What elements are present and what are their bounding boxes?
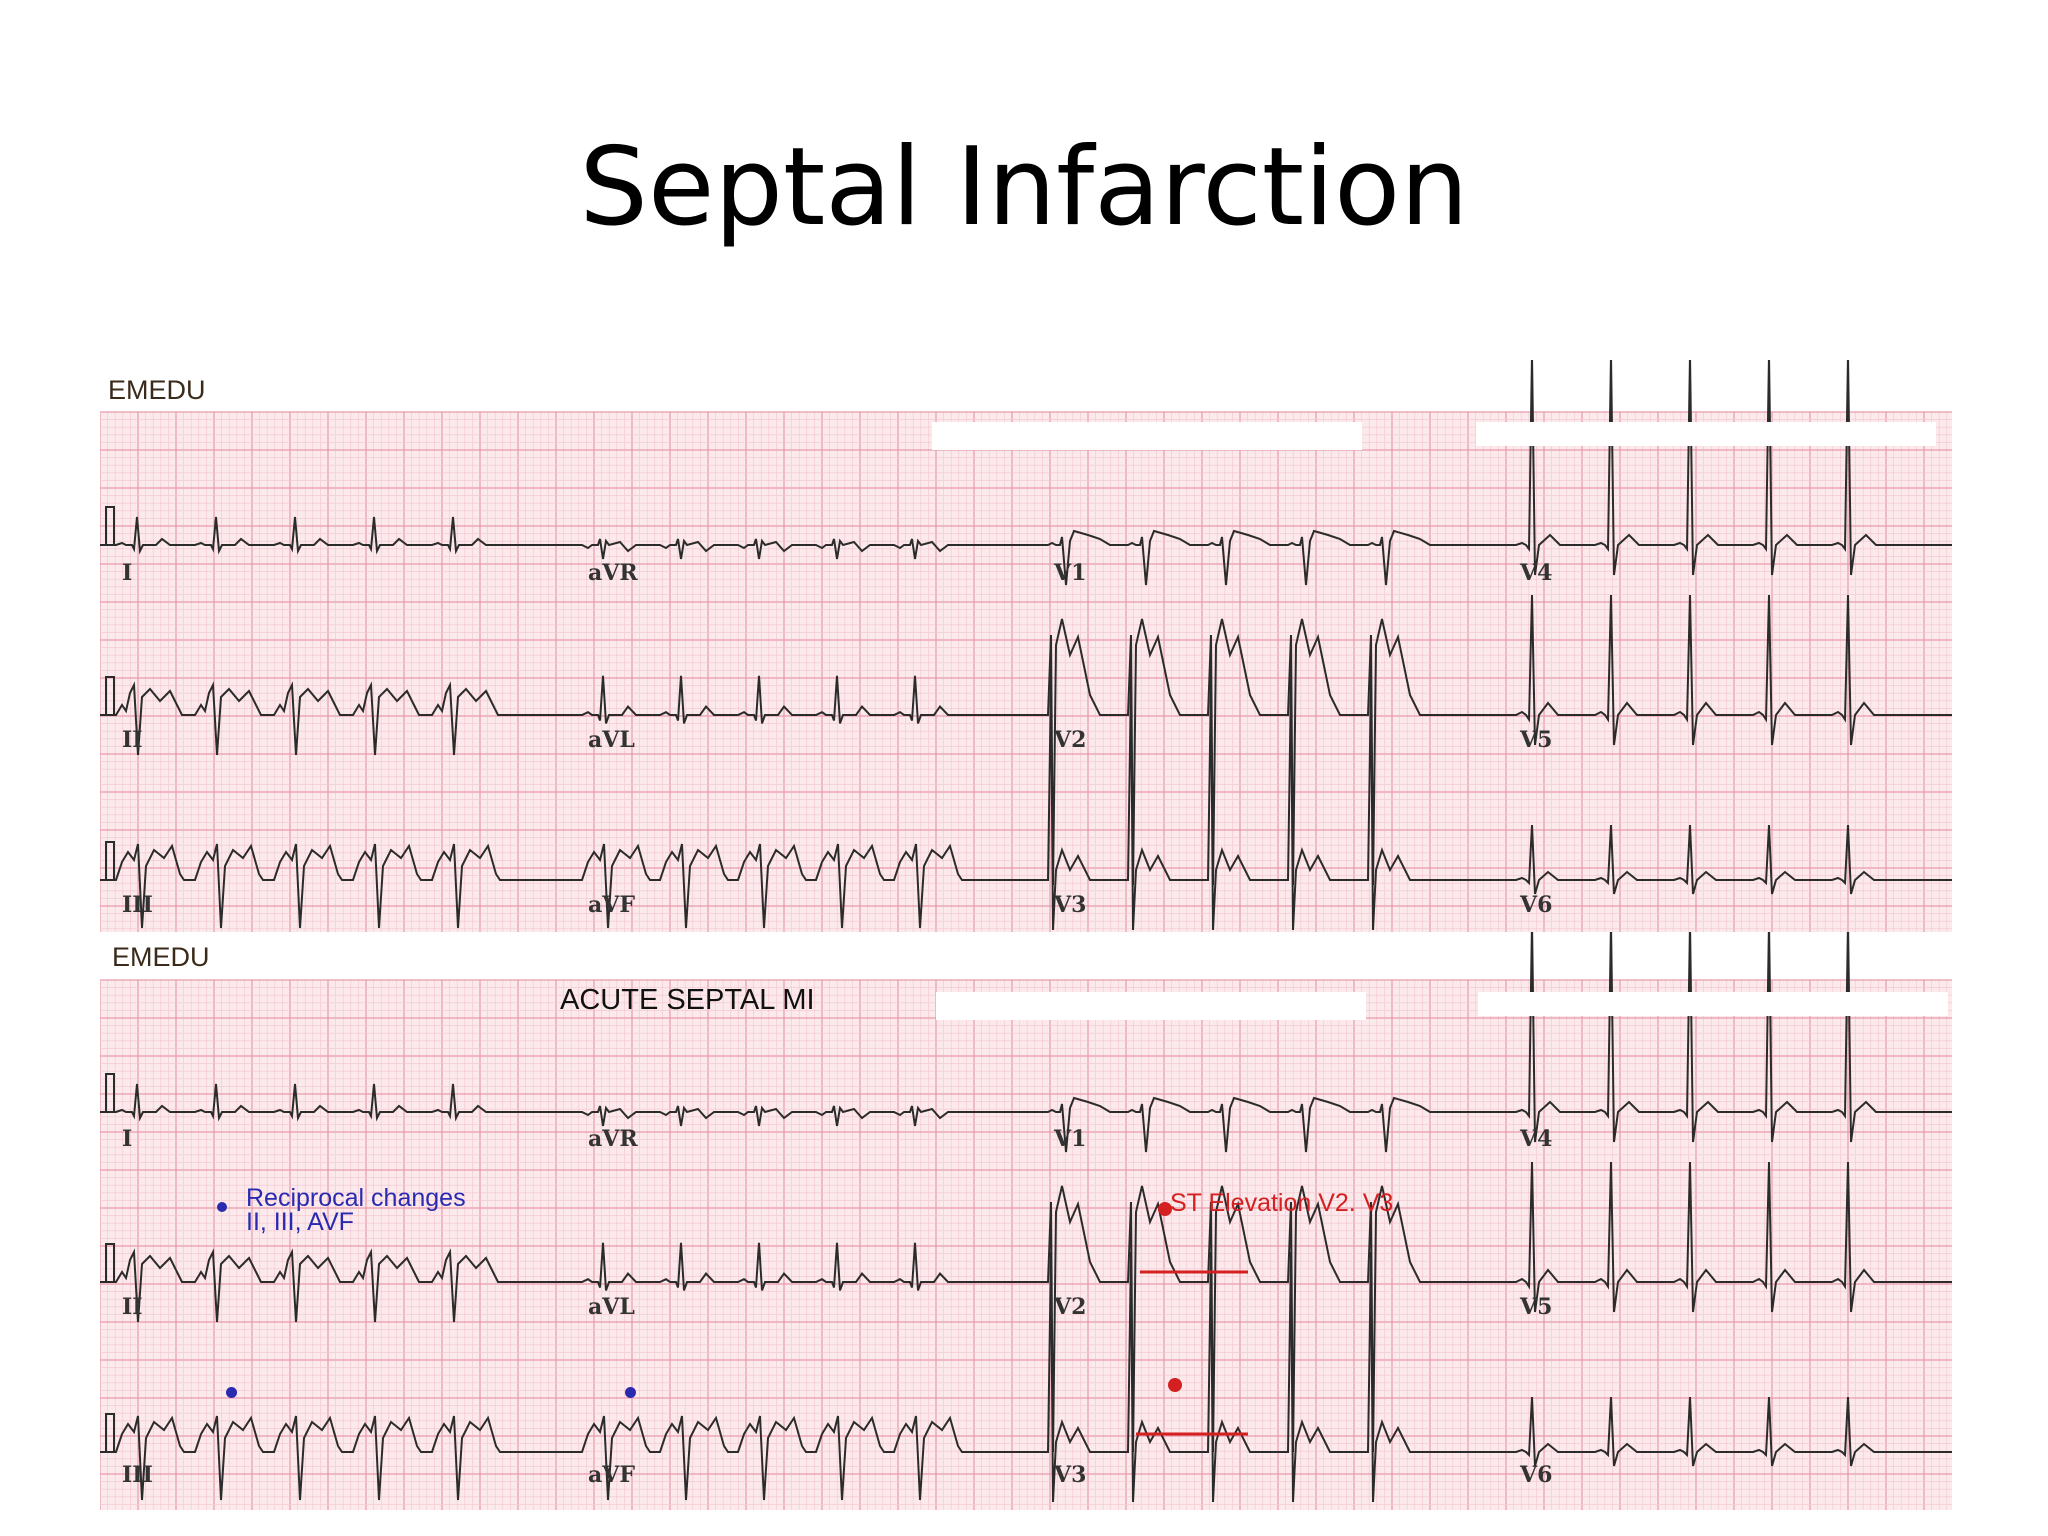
lead-trace — [100, 681, 570, 756]
ecg-traces — [100, 932, 1952, 1503]
calibration-pulse — [100, 841, 115, 881]
lead-label-III: III — [122, 892, 153, 918]
lead-trace — [1032, 618, 1504, 886]
lead-label-III: III — [122, 1462, 153, 1488]
calibration-pulse — [100, 1073, 115, 1113]
diagnosis-headline: ACUTE SEPTAL MI — [560, 984, 815, 1016]
slide-title: Septal Infarction — [579, 125, 1469, 250]
lead-trace — [1500, 1161, 1952, 1313]
lead-label-V1: V1 — [1054, 1126, 1087, 1152]
lead-trace — [566, 843, 1036, 929]
lead-label-aVF: aVF — [588, 892, 635, 918]
lead-trace — [1032, 529, 1504, 586]
ecg-traces — [100, 360, 1952, 931]
lead-trace — [1032, 1251, 1504, 1503]
redaction-bar — [1476, 422, 1936, 446]
ecg-strip-top: EMEDU I aVR V1 V4 II aVL V2 V5 III aVF V… — [100, 360, 1952, 932]
lead-trace — [100, 1415, 570, 1501]
lead-trace — [566, 1415, 1036, 1501]
ecg-grid-bottom — [100, 932, 1952, 1510]
lead-trace — [566, 538, 1036, 560]
calibration-pulse — [100, 1243, 115, 1283]
lead-trace — [1500, 360, 1952, 576]
lead-label-aVF: aVF — [588, 1462, 635, 1488]
redaction-bar — [936, 992, 1366, 1020]
lead-trace — [1500, 1396, 1952, 1467]
reciprocal-marker-dot-aVF — [625, 1387, 636, 1398]
calibration-pulse — [100, 1413, 115, 1453]
grid-background — [100, 412, 1952, 932]
lead-trace — [566, 1105, 1036, 1127]
lead-trace — [1032, 1185, 1504, 1453]
lead-label-V2: V2 — [1054, 727, 1087, 753]
reciprocal-changes-note: Reciprocal changes II, III, AVF — [246, 1184, 466, 1236]
lead-label-V3: V3 — [1054, 1462, 1087, 1488]
lead-trace — [1500, 594, 1952, 746]
lead-trace — [566, 1242, 1036, 1291]
lead-trace — [100, 516, 570, 555]
lead-label-V2: V2 — [1054, 1294, 1087, 1320]
calibration-pulse — [100, 506, 115, 546]
ecg-source-label: EMEDU — [108, 375, 206, 405]
lead-label-V6: V6 — [1520, 892, 1553, 918]
lead-label-II: II — [122, 1294, 143, 1320]
lead-trace — [1500, 932, 1952, 1143]
lead-trace — [100, 843, 570, 929]
ecg-strip-bottom: EMEDU ACUTE SEPTAL MI I aVR V1 V4 II aVL… — [100, 932, 1952, 1510]
st-elevation-note: ST Elevation V2. V3 — [1170, 1189, 1394, 1217]
lead-label-V4: V4 — [1520, 560, 1553, 586]
lead-label-V4: V4 — [1520, 1126, 1553, 1152]
ecg-source-label: EMEDU — [112, 942, 210, 972]
lead-label-I: I — [122, 1126, 133, 1152]
lead-label-aVL: aVL — [588, 727, 635, 753]
lead-label-V5: V5 — [1520, 727, 1553, 753]
lead-trace — [566, 675, 1036, 724]
calibration-pulse — [100, 676, 115, 716]
reciprocal-marker-dot-III — [226, 1387, 237, 1398]
reciprocal-note-line1: Reciprocal changes — [246, 1184, 466, 1212]
lead-trace — [1032, 1096, 1504, 1153]
lead-trace — [1032, 679, 1504, 931]
redaction-bar — [932, 422, 1362, 450]
lead-label-aVR: aVR — [588, 1126, 638, 1152]
grid-background — [100, 980, 1952, 1510]
ecg-grid-top — [100, 360, 1952, 932]
redaction-bar — [1478, 992, 1948, 1016]
lead-trace — [100, 1248, 570, 1323]
lead-label-I: I — [122, 560, 133, 586]
st-marker-dot-V2 — [1158, 1202, 1172, 1216]
lead-trace — [100, 1083, 570, 1122]
lead-trace — [1500, 824, 1952, 895]
lead-label-II: II — [122, 727, 143, 753]
lead-label-aVL: aVL — [588, 1294, 635, 1320]
reciprocal-note-line2: II, III, AVF — [246, 1208, 354, 1236]
lead-label-V1: V1 — [1054, 560, 1087, 586]
lead-label-aVR: aVR — [588, 560, 638, 586]
lead-label-V6: V6 — [1520, 1462, 1553, 1488]
reciprocal-marker-dot — [217, 1202, 227, 1212]
st-marker-dot-V3 — [1168, 1378, 1182, 1392]
lead-label-V3: V3 — [1054, 892, 1087, 918]
lead-label-V5: V5 — [1520, 1294, 1553, 1320]
